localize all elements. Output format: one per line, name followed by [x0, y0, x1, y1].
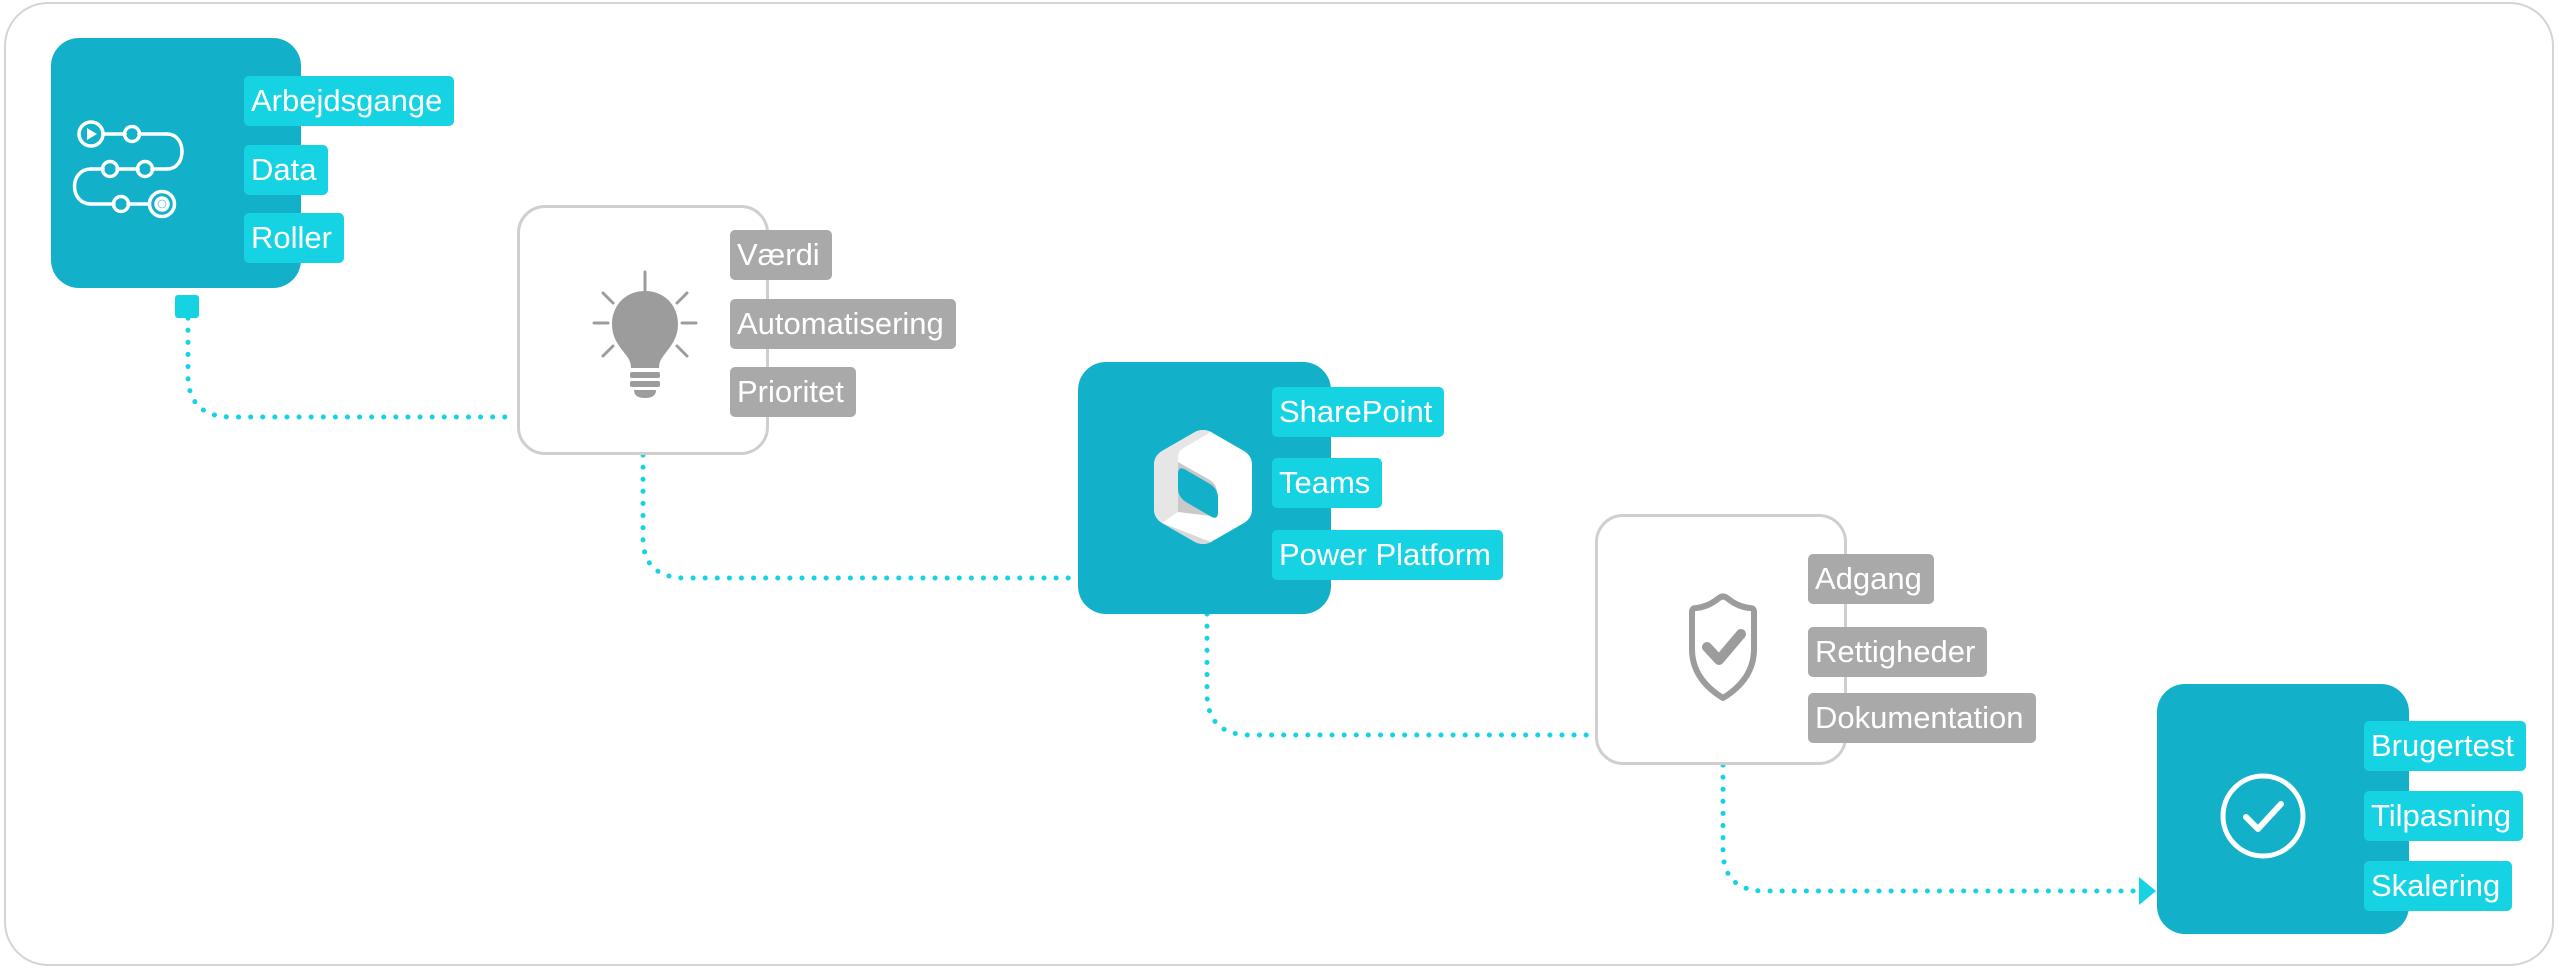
- connector-3-4: [1204, 611, 1601, 738]
- tag-rettigheder: Rettigheder: [1808, 627, 1988, 677]
- tag-dokumentation: Dokumentation: [1808, 693, 2036, 743]
- microsoft-365-icon: [1078, 362, 1328, 612]
- lightbulb-icon: [520, 208, 770, 458]
- tag-adgang: Adgang: [1808, 554, 1934, 604]
- workflow-icon: [51, 38, 301, 288]
- tag-arbejdsgange: Arbejdsgange: [244, 76, 455, 126]
- tag-tilpasning: Tilpasning: [2364, 791, 2524, 841]
- connector-start-square: [175, 295, 199, 318]
- connector-end-arrow: [2139, 877, 2156, 905]
- tag-vaerdi: Værdi: [730, 230, 832, 280]
- connector-1-2: [185, 303, 518, 420]
- connector-2-3: [640, 452, 1081, 581]
- check-circle-icon: [2157, 684, 2407, 934]
- tag-teams: Teams: [1272, 458, 1383, 508]
- shield-check-icon: [1598, 517, 1848, 767]
- step-lightbulb: [517, 205, 769, 455]
- tag-roller: Roller: [244, 213, 344, 263]
- tag-skalering: Skalering: [2364, 861, 2513, 911]
- tag-sharepoint: SharePoint: [1272, 387, 1445, 437]
- connector-4-5: [1720, 762, 2138, 894]
- step-shield: [1595, 514, 1847, 765]
- tag-brugertest: Brugertest: [2364, 721, 2527, 771]
- tag-prioritet: Prioritet: [730, 367, 856, 417]
- tag-power-platform: Power Platform: [1272, 530, 1503, 580]
- tag-data: Data: [244, 145, 329, 195]
- tag-automatisering: Automatisering: [730, 299, 956, 349]
